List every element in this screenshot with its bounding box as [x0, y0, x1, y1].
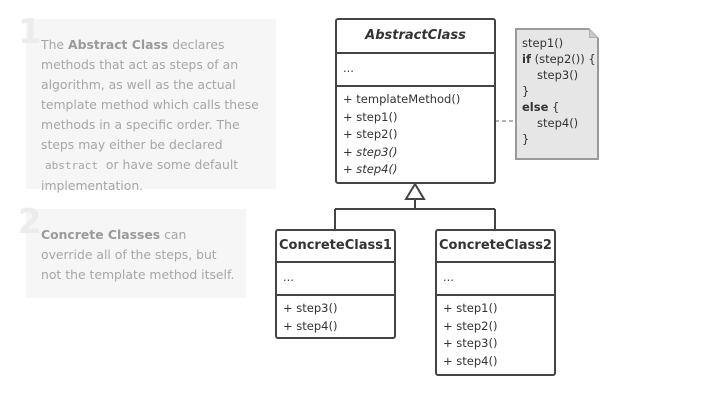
concrete-class-1-fields-text: ...	[283, 270, 294, 284]
note-text-2: Concrete Classes can override all of the…	[41, 225, 239, 285]
concrete-class-1-methods: + step3() + step4()	[277, 294, 394, 335]
code-keyword: if	[522, 52, 531, 66]
concrete-class-1-name: ConcreteClass1	[279, 238, 392, 253]
code-text: (step2()) {	[530, 52, 596, 66]
concrete-class-1-fields: ...	[277, 261, 394, 294]
code-line: step3()	[522, 67, 597, 83]
note-panel-2: 2 Concrete Classes can override all of t…	[18, 205, 246, 298]
code-text: {	[548, 100, 560, 114]
method-line: + step4()	[443, 353, 498, 368]
template-method-code-note: step1()if (step2()) {step3()}else {step4…	[515, 28, 599, 160]
concrete-class-2-fields-text: ...	[443, 270, 454, 284]
note-number-1: 1	[18, 12, 42, 52]
method-line: + step3()	[343, 144, 398, 159]
note-segment: can override all of the steps, but not t…	[41, 227, 235, 282]
method-line: + step3()	[283, 301, 338, 315]
note-number-2: 2	[18, 202, 42, 242]
note-folded-corner	[589, 28, 599, 38]
abstract-class-name: AbstractClass	[365, 28, 466, 43]
abstract-class-fields-text: ...	[343, 61, 354, 75]
note-segment: The	[41, 37, 68, 52]
inheritance-arrowhead	[404, 182, 426, 200]
concrete-class-2-box: ConcreteClass2 ... + step1() + step2() +…	[435, 229, 556, 376]
note-panel-1: 1 The Abstract Class declares methods th…	[18, 15, 276, 193]
note-segment: declares methods that act as steps of an…	[41, 37, 259, 152]
code-line: if (step2()) {	[522, 51, 597, 67]
code-text: step4()	[537, 116, 579, 130]
code-text: }	[522, 84, 530, 98]
abstract-class-box: AbstractClass ... + templateMethod() + s…	[335, 18, 496, 184]
code-line: step4()	[522, 115, 597, 131]
code-keyword: else	[522, 100, 549, 114]
concrete-class-2-methods: + step1() + step2() + step3() + step4()	[437, 294, 554, 370]
note-segment: Abstract Class	[67, 37, 169, 52]
code-text: step1()	[522, 36, 564, 50]
method-line: + templateMethod()	[343, 92, 461, 106]
concrete-class-1-box: ConcreteClass1 ... + step3() + step4()	[275, 229, 396, 339]
code-line: }	[522, 131, 597, 147]
code-text: step3()	[537, 68, 579, 82]
note-text-1: The Abstract Class declares methods that…	[41, 35, 269, 196]
code-text: }	[522, 132, 530, 146]
note-segment: abstract	[45, 159, 98, 172]
code-line: else {	[522, 99, 597, 115]
method-line: + step1()	[443, 301, 498, 315]
code-line: }	[522, 83, 597, 99]
abstract-class-fields: ...	[337, 52, 494, 85]
note-segment: or have some default implementation.	[41, 157, 239, 193]
abstract-class-methods: + templateMethod() + step1() + step2() +…	[337, 85, 494, 179]
code-line: step1()	[522, 35, 597, 51]
method-line: + step4()	[283, 318, 338, 333]
code-lines: step1()if (step2()) {step3()}else {step4…	[522, 35, 597, 147]
concrete-class-2-name: ConcreteClass2	[439, 238, 552, 253]
concrete-class-2-fields: ...	[437, 261, 554, 294]
note-segment: Concrete Classes	[41, 227, 161, 242]
method-line: + step3()	[443, 336, 498, 351]
method-line: + step4()	[343, 162, 398, 177]
method-line: + step1()	[343, 109, 398, 124]
method-line: + step2()	[443, 318, 498, 333]
method-line: + step2()	[343, 127, 398, 142]
